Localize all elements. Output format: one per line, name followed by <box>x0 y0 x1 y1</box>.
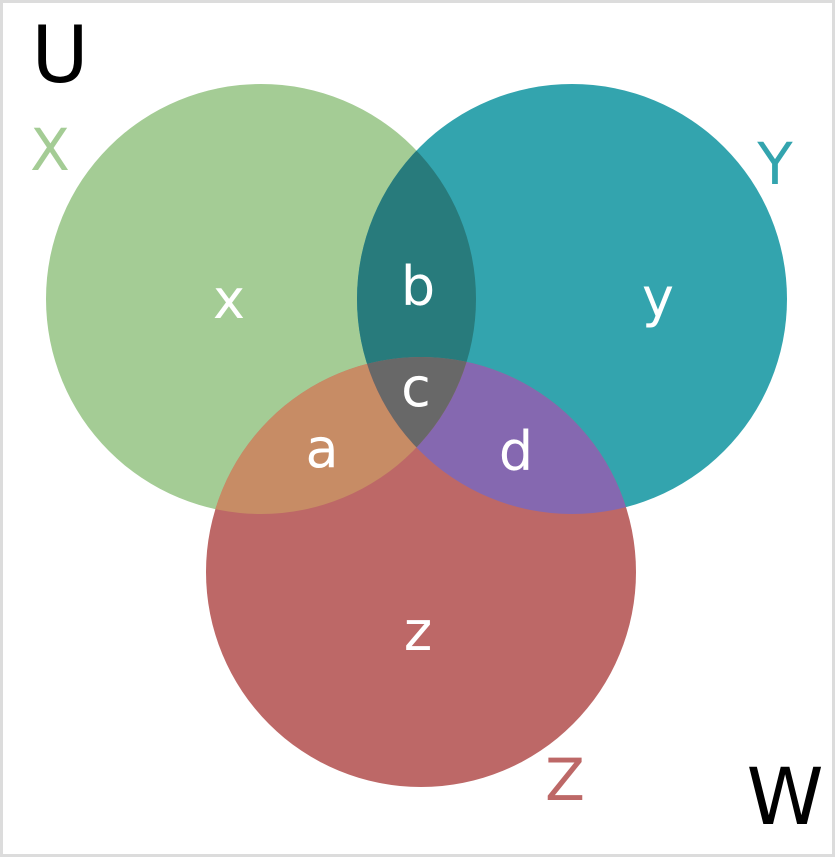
region-d-fill <box>357 357 636 514</box>
region-label-b: b <box>401 255 435 318</box>
region-a-fill <box>206 357 476 514</box>
region-label-d: d <box>499 420 533 483</box>
corner-label-w: W <box>746 753 823 843</box>
region-label-c: c <box>401 356 431 419</box>
region-label-y: y <box>642 266 674 329</box>
region-label-x: x <box>213 268 245 331</box>
set-label-z: Z <box>545 746 585 814</box>
region-label-a: a <box>305 417 338 480</box>
set-label-y: Y <box>756 130 793 198</box>
set-label-x: X <box>30 116 70 184</box>
universe-label: U <box>31 11 88 101</box>
region-label-z: z <box>404 600 432 663</box>
